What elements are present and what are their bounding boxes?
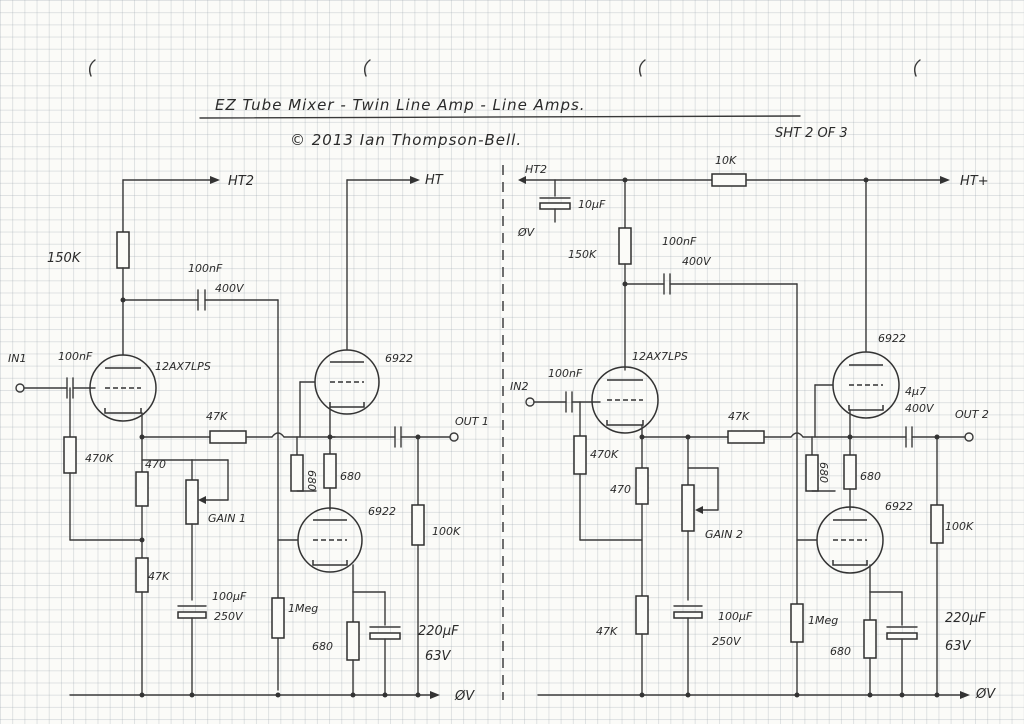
left-r100k: 100K — [432, 525, 461, 538]
right-c-4p7: 4µ7 — [905, 385, 926, 398]
right-c-cath-v: 250V — [712, 635, 742, 648]
title-underline — [199, 115, 801, 119]
left-gnd: ØV — [454, 689, 475, 704]
left-r47k-grid: 47K — [148, 570, 170, 583]
right-in2: IN2 — [510, 380, 528, 393]
title: EZ Tube Mixer - Twin Line Amp - Line Amp… — [215, 96, 586, 114]
left-in1: IN1 — [8, 352, 26, 365]
sheet-number: SHT 2 OF 3 — [775, 126, 848, 141]
right-r150k: 150K — [568, 248, 597, 261]
binder-marks — [88, 59, 921, 77]
left-c-out-v: 63V — [425, 649, 452, 664]
left-r680-b: 680 — [340, 470, 361, 483]
copyright: © 2013 Ian Thompson-Bell. — [290, 131, 522, 149]
left-circuit: HT2 HT 150K 100nF 400V IN1 100nF 470K — [8, 173, 489, 704]
right-r1meg: 1Meg — [808, 614, 838, 627]
right-c-couple-v: 400V — [682, 255, 712, 268]
right-c-cath: 100µF — [718, 610, 753, 623]
right-c-dec: 10µF — [578, 198, 606, 211]
right-r47k-grid: 47K — [596, 625, 618, 638]
right-r47k-mix: 47K — [728, 410, 750, 423]
left-ht2-label: HT2 — [228, 174, 254, 189]
right-r470k: 470K — [590, 448, 619, 461]
right-c-out-v: 63V — [945, 639, 972, 654]
right-r680-c: 680 — [830, 645, 851, 658]
left-tube3: 6922 — [368, 505, 396, 518]
right-r10k: 10K — [715, 154, 737, 167]
left-r470: 470 — [145, 458, 166, 471]
left-tube2: 6922 — [385, 352, 413, 365]
left-r47k-mix: 47K — [206, 410, 228, 423]
left-out: OUT 1 — [455, 415, 489, 428]
left-tube1: 12AX7LPS — [155, 360, 211, 373]
right-tube3: 6922 — [885, 500, 913, 513]
left-r680-a: 680 — [305, 470, 318, 491]
right-tube2: 6922 — [878, 332, 906, 345]
left-r680-c: 680 — [312, 640, 333, 653]
right-gnd: ØV — [975, 687, 996, 702]
left-c-cath: 100µF — [212, 590, 247, 603]
left-c-in: 100nF — [58, 350, 93, 363]
right-tube1: 12AX7LPS — [632, 350, 688, 363]
right-gain: GAIN 2 — [705, 528, 743, 541]
right-r680-a: 680 — [817, 462, 830, 483]
right-r680-b: 680 — [860, 470, 881, 483]
left-c-couple: 100nF — [188, 262, 223, 275]
left-gain: GAIN 1 — [208, 512, 246, 525]
right-r470: 470 — [610, 483, 631, 496]
right-c-4p7-v: 400V — [905, 402, 935, 415]
right-c-out: 220µF — [945, 611, 986, 626]
left-r150k: 150K — [47, 251, 82, 266]
right-c-in: 100nF — [548, 367, 583, 380]
right-circuit: HT2 HT+ 10K 10µF ØV 150K 100nF 400V IN2 — [510, 154, 996, 702]
right-ht2-label: HT2 — [525, 163, 547, 176]
left-c-cath-v: 250V — [214, 610, 244, 623]
left-r470k: 470K — [85, 452, 114, 465]
left-r1meg: 1Meg — [288, 602, 318, 615]
right-r100k: 100K — [945, 520, 974, 533]
left-c-couple-v: 400V — [215, 282, 245, 295]
right-c-couple: 100nF — [662, 235, 697, 248]
right-gnd-dec: ØV — [517, 226, 536, 239]
left-ht-label: HT — [425, 173, 444, 188]
right-out: OUT 2 — [955, 408, 989, 421]
left-c-out: 220µF — [418, 624, 459, 639]
right-htplus-label: HT+ — [960, 174, 989, 189]
